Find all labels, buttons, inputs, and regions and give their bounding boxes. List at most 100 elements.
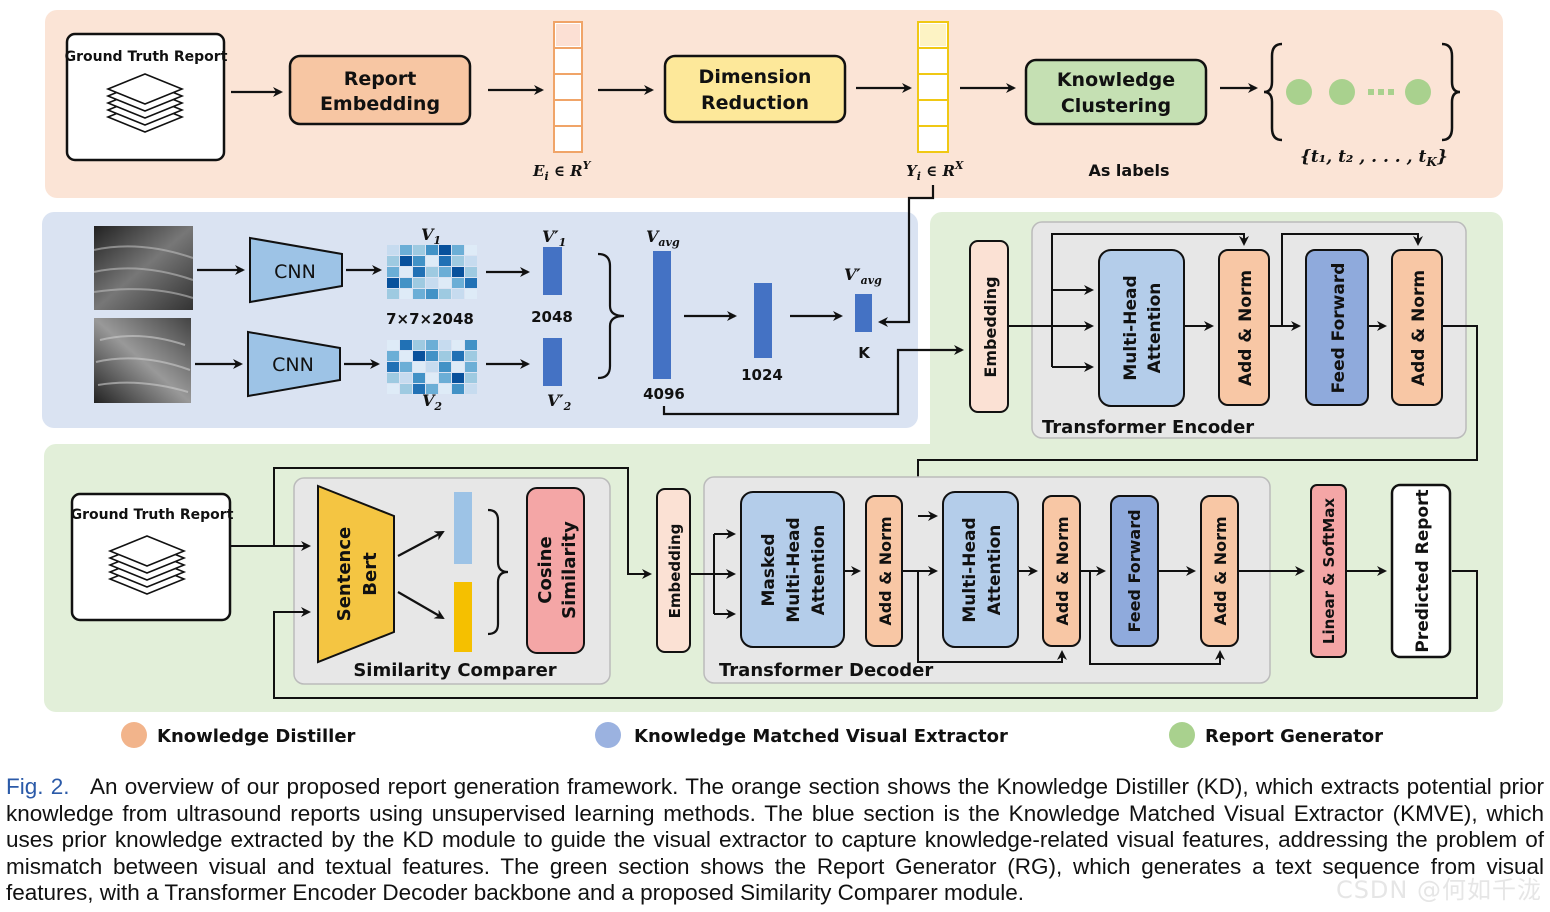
feature-cell [413, 289, 425, 299]
knowledge-clustering-label-1: Knowledge [1057, 69, 1175, 91]
feature-cell [413, 384, 425, 394]
feature-cell [413, 362, 425, 372]
document-stack-icon [105, 73, 185, 133]
rg-gt-report-label: Ground Truth Report [71, 507, 234, 523]
kd-gt-report-label: Ground Truth Report [65, 49, 228, 65]
decoder-title: Transformer Decoder [719, 660, 933, 681]
feature-cell [426, 373, 438, 383]
encoder-embedding-label: Embedding [981, 276, 1000, 377]
feature-cell [413, 373, 425, 383]
feature-cell [439, 267, 451, 277]
feature-cell [400, 351, 412, 361]
feature-cell [400, 278, 412, 288]
encoder-mha-label-2: Attention [1145, 283, 1165, 374]
v2-label: V2 [422, 391, 442, 413]
feature-cell [439, 278, 451, 288]
feature-cell [439, 384, 451, 394]
decoder-embedding-box [656, 488, 691, 653]
feature-cell [465, 340, 477, 350]
ei-vector [553, 21, 583, 153]
feature-cell [400, 340, 412, 350]
legend-swatch-kmve [595, 722, 621, 748]
v2p-bar [543, 338, 562, 386]
vavgp-bar [855, 294, 872, 332]
feature-cell [439, 289, 451, 299]
vavg-label: Vavg [646, 227, 680, 249]
document-stack-icon [107, 535, 187, 595]
feature-cell [452, 245, 464, 255]
report-embedding-label-1: Report [344, 68, 417, 90]
feature-cell [413, 245, 425, 255]
similarity-comparer-title: Similarity Comparer [353, 660, 556, 681]
cosine-similarity-box: Cosine Similarity [526, 487, 585, 654]
pred-embedding-bar [454, 582, 472, 652]
decoder-mha-label-2: Attention [985, 525, 1005, 616]
legend-swatch-rg [1169, 722, 1195, 748]
feature-cell [400, 289, 412, 299]
feature-cell [400, 256, 412, 266]
feature-cell [387, 373, 399, 383]
decoder-mha-box: Multi-Head Attention [942, 491, 1019, 648]
feature-cell [426, 245, 438, 255]
rg-routing-arrows [230, 467, 1478, 699]
vavg-bar [653, 251, 671, 379]
feature-cell [387, 267, 399, 277]
decoder-addnorm-1-label: Add & Norm [876, 516, 895, 625]
ultrasound-image-1 [93, 226, 194, 310]
v1p-bar [543, 247, 562, 295]
feature-cell [439, 351, 451, 361]
masked-mha-label-3: Attention [809, 525, 829, 616]
topic-dot [1405, 79, 1431, 105]
cnn-label-2: CNN [272, 354, 314, 376]
decoder-ffn-box: Feed Forward [1110, 495, 1159, 647]
feature-cell [387, 340, 399, 350]
encoder-addnorm-1-label: Add & Norm [1236, 270, 1256, 386]
encoder-mha-box: Multi-Head Attention [1098, 249, 1185, 407]
decoder-addnorm-1: Add & Norm [865, 495, 903, 647]
cosine-label-2: Similarity [559, 521, 580, 619]
feature-cell [465, 384, 477, 394]
feature-cell [413, 278, 425, 288]
topic-dot [1286, 79, 1312, 105]
feature-cell [452, 373, 464, 383]
predicted-report-box: Predicted Report [1390, 483, 1452, 659]
label-feedback-arrow [878, 185, 935, 327]
topics-label: {t₁, t₂ , . . . , tK} [1300, 147, 1448, 169]
yi-label: Yi ∈ RX [906, 159, 964, 183]
cnn-block-2: CNN [247, 330, 341, 398]
dim-1024-label: 1024 [741, 366, 783, 384]
feature-cell [387, 384, 399, 394]
legend-label-rg: Report Generator [1205, 726, 1383, 747]
decoder-addnorm-3: Add & Norm [1200, 495, 1239, 647]
feature-cell [387, 362, 399, 372]
vavgp-label: V′avg [844, 265, 882, 287]
feature-cell [452, 267, 464, 277]
encoder-addnorm-2: Add & Norm [1391, 249, 1443, 406]
decoder-addnorm-3-label: Add & Norm [1211, 516, 1230, 625]
dimension-reduction-label-2: Reduction [701, 92, 809, 114]
knowledge-clustering-label-2: Clustering [1061, 95, 1171, 117]
knowledge-clustering-box: Knowledge Clustering [1024, 58, 1208, 126]
masked-mha-label-2: Multi-Head [784, 517, 804, 622]
encoder-title: Transformer Encoder [1042, 417, 1254, 438]
encoder-ffn-box: Feed Forward [1305, 249, 1369, 406]
dim-1024-bar [754, 283, 772, 358]
feature-cell [452, 340, 464, 350]
framework-diagram: Ground Truth Report Report Embedding Ei … [42, 10, 1503, 748]
feature-cell [426, 384, 438, 394]
cnn-label-1: CNN [274, 261, 316, 283]
topic-dot [1329, 79, 1355, 105]
encoder-mha-label-1: Multi-Head [1121, 275, 1141, 380]
feature-cell [400, 267, 412, 277]
dimension-reduction-box: Dimension Reduction [663, 54, 847, 124]
feature-cell [413, 340, 425, 350]
feature-cell [387, 351, 399, 361]
feature-map-1 [387, 245, 477, 299]
watermark: CSDN @何如千泷 [1335, 876, 1542, 904]
feature-cell [400, 245, 412, 255]
encoder-addnorm-1: Add & Norm [1218, 249, 1270, 406]
sentence-bert-label-2: Bert [360, 552, 381, 596]
v1p-label: V′1 [542, 227, 566, 249]
report-embedding-label-2: Embedding [320, 93, 440, 115]
feature-cell [400, 384, 412, 394]
